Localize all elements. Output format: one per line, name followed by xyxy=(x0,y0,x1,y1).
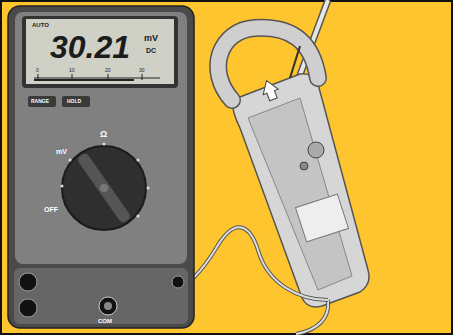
jack-panel xyxy=(14,268,188,324)
scale-number: 20 xyxy=(105,68,111,73)
direction-arrow xyxy=(259,78,281,102)
display-text: DC xyxy=(146,47,156,54)
display-text: 30.21 xyxy=(50,31,130,63)
jaw-gap xyxy=(290,46,300,78)
display-bezel xyxy=(22,16,178,88)
rotary-dial xyxy=(62,146,146,230)
jack xyxy=(19,273,37,291)
jack xyxy=(19,299,37,317)
dial-label: Ω xyxy=(100,130,107,139)
clamp-cable xyxy=(296,300,328,334)
scale-number: 30 xyxy=(139,68,145,73)
clamp-body xyxy=(232,74,369,307)
jack xyxy=(172,276,184,288)
clamp-cable-outline xyxy=(296,300,328,334)
clamp-zero-knob xyxy=(300,162,308,170)
dial-label: mV xyxy=(56,148,67,155)
bargraph-scale xyxy=(34,78,160,79)
dial-markers xyxy=(61,143,150,218)
scale-number: 0 xyxy=(36,68,39,73)
display-text: mV xyxy=(144,34,158,43)
dial-center xyxy=(100,184,108,192)
bargraph xyxy=(34,79,134,81)
display-text: AUTO xyxy=(32,22,49,28)
button-label: HOLD xyxy=(67,99,81,104)
scale-number: 10 xyxy=(69,68,75,73)
jack-label: COM xyxy=(98,318,112,324)
probe-plug xyxy=(104,302,112,310)
lcd-display: AUTO30.21 mV DC xyxy=(28,20,172,76)
dial-knob xyxy=(76,152,132,224)
meter-body xyxy=(8,6,194,328)
com-jack xyxy=(99,297,117,315)
push-button: HOLD xyxy=(62,96,90,107)
lcd-panel xyxy=(26,19,174,84)
clamp-label-plate xyxy=(296,194,349,242)
dial-label: OFF xyxy=(44,206,58,213)
meter-face xyxy=(15,12,187,264)
push-button: RANGE xyxy=(28,96,56,107)
button-label: RANGE xyxy=(31,99,49,104)
clamp-switch xyxy=(308,142,324,158)
